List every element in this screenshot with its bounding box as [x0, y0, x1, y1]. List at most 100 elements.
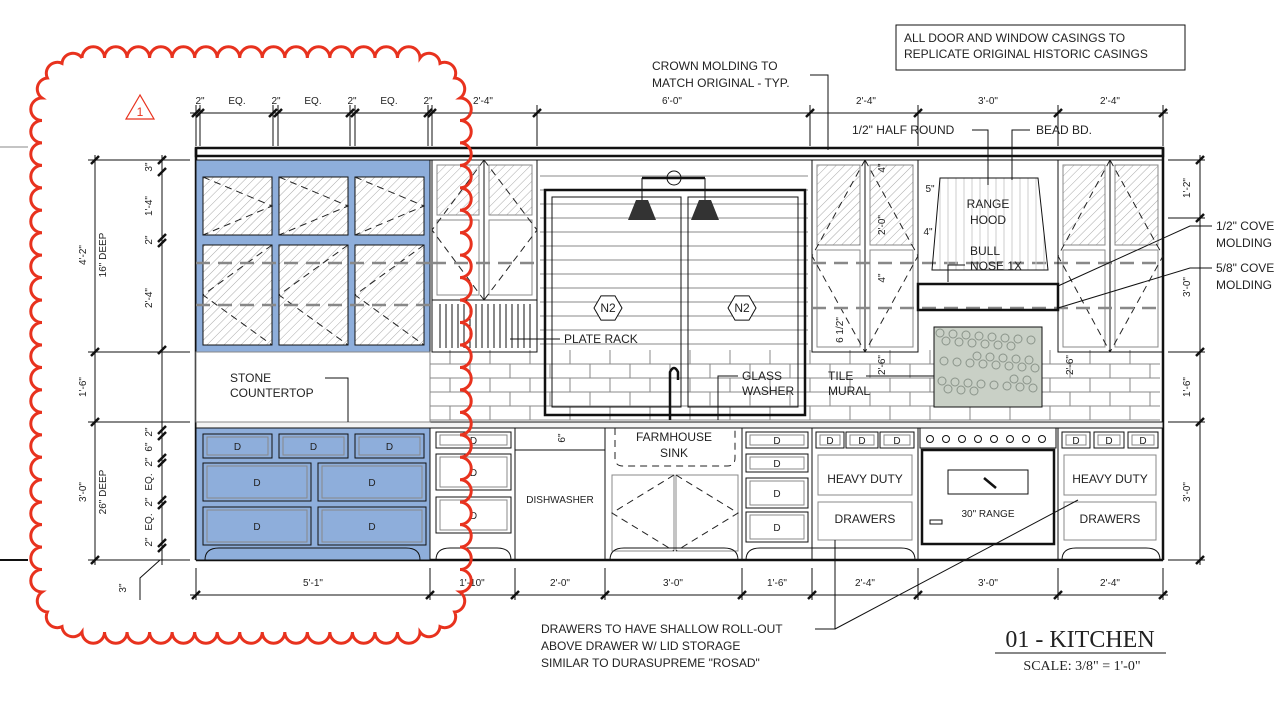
drawer-front — [815, 431, 845, 449]
drawer-label: D — [773, 489, 780, 500]
casings-note-box — [895, 24, 1186, 71]
drawer-panel — [206, 465, 308, 499]
drawer-panel — [749, 456, 805, 470]
hutch-glass-lower — [202, 244, 273, 346]
door-swing-line — [611, 474, 739, 552]
right-dimension-text: 3'-0" — [1182, 482, 1193, 502]
drawer-panel — [282, 436, 345, 456]
door-swing-line — [202, 176, 274, 236]
drawer-front — [1093, 431, 1125, 449]
range-knob-icon — [1006, 435, 1014, 443]
drawer-label: D — [368, 478, 375, 489]
range-knob-icon — [958, 435, 966, 443]
dimension-tick — [157, 500, 167, 510]
door-panel — [1062, 249, 1106, 348]
casings-note-line1: ALL DOOR AND WINDOW CASINGS TO — [904, 31, 1125, 45]
top-dimension-text: 2'-4" — [473, 96, 493, 107]
mural-ornament — [948, 329, 958, 339]
drawer-panel — [206, 436, 269, 456]
hood-dimension-text: 5" — [925, 184, 935, 195]
inner-dimension-text: 2" — [144, 537, 155, 547]
top-dimension-text: 2" — [271, 96, 281, 107]
drawer-label: D — [773, 459, 780, 470]
glass-pane — [816, 164, 861, 246]
drawer-panel — [1097, 434, 1121, 446]
drawer-front — [1061, 431, 1091, 449]
top-dimension-text: 2" — [347, 96, 357, 107]
sink-door-left — [611, 474, 675, 552]
casings-note-line2: REPLICATE ORIGINAL HISTORIC CASINGS — [904, 47, 1148, 61]
drawer-label: D — [386, 442, 393, 453]
inner-dimension-text: 2" — [144, 427, 155, 437]
inner-dimension-text: 6" — [144, 442, 155, 452]
hood-dimension-text: 4" — [877, 273, 888, 283]
range-knob-icon — [974, 435, 982, 443]
tile-mural-label-2: MURAL — [828, 384, 870, 398]
range-control-panel — [919, 427, 1057, 449]
mural-ornament — [985, 352, 995, 362]
dishwasher-label: DISHWASHER — [526, 495, 593, 506]
drawer-panel — [206, 509, 308, 543]
heavy-duty-base-right — [1057, 427, 1164, 561]
window-tag-hexagon — [727, 295, 757, 321]
drawer-label: D — [234, 442, 241, 453]
mural-ornament — [969, 386, 979, 396]
revision-triangle-icon — [124, 93, 156, 120]
drawer-front — [879, 431, 915, 449]
inner-dimension-text: EQ. — [144, 513, 155, 530]
mural-ornament — [950, 377, 960, 387]
five-eighths-cove-note-1: 5/8" COVE — [1216, 261, 1274, 275]
drawer-label: D — [368, 522, 375, 533]
bottom-dimension-text: 3'-0" — [663, 578, 683, 589]
bead-board-note: BEAD BD. — [1036, 123, 1092, 137]
heavy-duty-drawer — [1063, 501, 1157, 541]
countertop — [195, 421, 1164, 429]
mural-ornament — [1017, 362, 1027, 372]
inner-dimension-text: 1'-4" — [144, 196, 155, 216]
inner-dimension-text: 2" — [144, 235, 155, 245]
range-hood-label-2: HOOD — [970, 213, 1006, 227]
door-swing-line — [202, 244, 273, 346]
oven-handle — [983, 477, 997, 489]
toe-kick-arch — [609, 547, 739, 561]
inner-dimension-text: 2" — [144, 497, 155, 507]
right-dimension-text: 1'-2" — [1182, 178, 1193, 198]
mural-ornament — [1006, 341, 1016, 351]
drawer-front — [745, 477, 809, 509]
mural-ornament — [989, 380, 999, 390]
window-sash-left — [551, 196, 682, 408]
door-panel — [436, 219, 480, 296]
bottom-dimension-text: 1'-6" — [767, 578, 787, 589]
mural-ornament — [978, 359, 988, 369]
hutch-glass-upper — [202, 176, 273, 236]
drawer-panel — [749, 514, 805, 540]
drawer-label: D — [470, 511, 477, 522]
drawer-note-line1: DRAWERS TO HAVE SHALLOW ROLL-OUT — [541, 622, 783, 636]
door-swing-line — [354, 244, 425, 346]
mural-ornament — [972, 351, 982, 361]
dimension-tick — [157, 495, 167, 505]
hood-dimension-text: 2'-6" — [877, 355, 888, 375]
hutch-glass-upper — [278, 176, 349, 236]
drawer-label: D — [773, 436, 780, 447]
bottom-dimension-text: 5'-1" — [303, 578, 323, 589]
dimension-tick — [157, 458, 167, 468]
top-dimension-text: EQ. — [304, 96, 321, 107]
half-cove-note-2: MOLDING — [1216, 236, 1272, 250]
drawer-label: D — [858, 436, 865, 447]
mural-ornament — [943, 384, 953, 394]
dimension-tick — [157, 233, 167, 243]
mural-ornament — [976, 379, 986, 389]
hutch-glass-upper — [354, 176, 425, 236]
toe-kick-arch — [745, 547, 916, 561]
mural-ornament — [1030, 363, 1040, 373]
mural-ornament — [935, 328, 945, 338]
bull-nose-label-1: BULL — [970, 244, 1000, 258]
drawer-panel — [321, 509, 423, 543]
five-eighths-cove-note-2: MOLDING — [1216, 278, 1272, 292]
hood-dimension-text: 4" — [877, 163, 888, 173]
drawer-front — [745, 431, 809, 449]
bottom-dimension-text: 2'-0" — [550, 578, 570, 589]
top-dimension-text: 3'-0" — [978, 96, 998, 107]
